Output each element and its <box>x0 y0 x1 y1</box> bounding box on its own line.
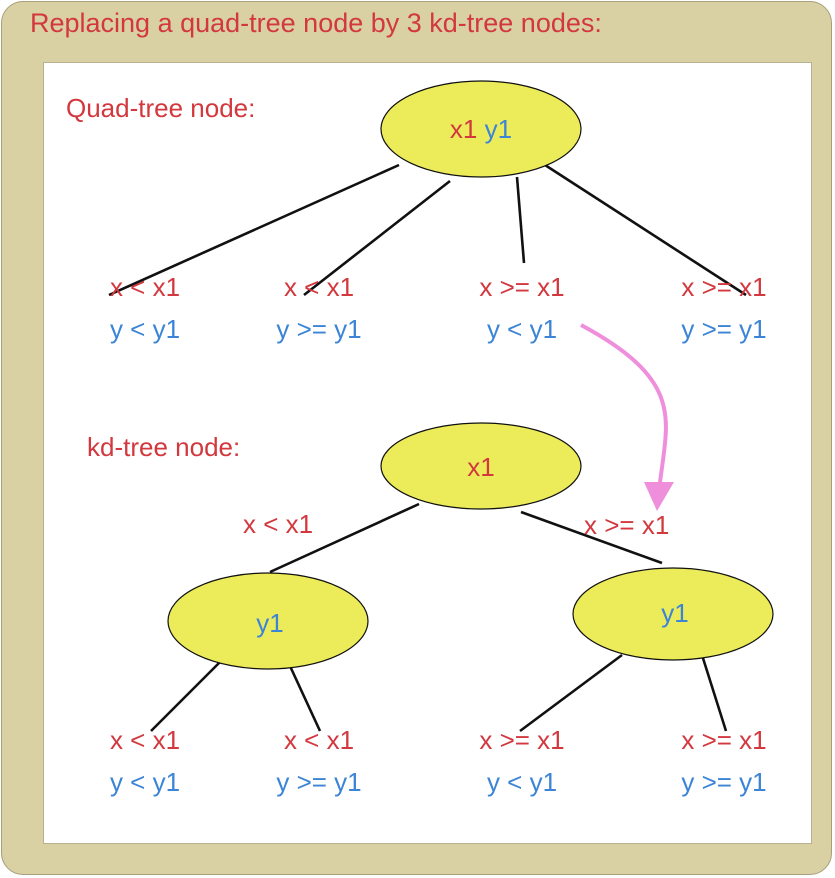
quad-root-x: x1 <box>449 114 478 144</box>
tree-diagram <box>108 80 774 733</box>
kd-edge-right-1 <box>519 653 623 733</box>
kd-child-1: x < x1 y < y1 <box>45 725 245 797</box>
kd-root-node <box>380 422 582 510</box>
kd-edge-left-1 <box>150 660 222 732</box>
condition-x: x >= x1 <box>479 725 565 755</box>
condition-y: y >= y1 <box>681 767 767 797</box>
kd-edge-right-2 <box>700 654 728 732</box>
condition-y: y >= y1 <box>276 767 362 797</box>
kd-root-text: x1 <box>467 452 495 482</box>
kd-right-edge-label: x >= x1 <box>584 510 670 540</box>
diagram-panel: Quad-tree node: kd-tree node: x1 y1 x < … <box>43 62 812 844</box>
kd-child-3: x >= x1 y < y1 <box>422 725 622 797</box>
quad-section-label: Quad-tree node: <box>66 93 256 123</box>
condition-x: x < x1 <box>283 725 355 755</box>
transform-arrow <box>580 323 668 492</box>
quad-root-y: y1 <box>484 114 513 144</box>
kd-child-4: x >= x1 y >= y1 <box>624 725 824 797</box>
condition-y: y >= y1 <box>276 314 362 344</box>
condition-x: x >= x1 <box>681 272 767 302</box>
kd-edge-root-right <box>520 510 663 565</box>
condition-x: x < x1 <box>109 725 181 755</box>
kd-left-edge-label: x < x1 <box>243 509 314 539</box>
kd-child-2: x < x1 y >= y1 <box>219 725 419 797</box>
slide-title: Replacing a quad-tree node by 3 kd-tree … <box>30 8 602 38</box>
condition-x: x < x1 <box>109 272 181 302</box>
quad-edge-3 <box>515 176 526 264</box>
condition-y: y < y1 <box>109 314 181 344</box>
kd-left-node <box>167 572 369 670</box>
condition-y: y < y1 <box>486 314 558 344</box>
quad-root-text: x1 y1 <box>450 114 512 144</box>
condition-y: y < y1 <box>486 767 558 797</box>
condition-x: x >= x1 <box>681 725 767 755</box>
quad-child-2: x < x1 y >= y1 <box>219 272 419 344</box>
quad-edge-4 <box>544 163 747 297</box>
quad-child-3: x >= x1 y < y1 <box>422 272 622 344</box>
quad-child-4: x >= x1 y >= y1 <box>624 272 824 344</box>
condition-y: y >= y1 <box>681 314 767 344</box>
condition-x: x < x1 <box>283 272 355 302</box>
kd-section-label: kd-tree node: <box>87 432 241 462</box>
condition-x: x >= x1 <box>479 272 565 302</box>
transform-arrowhead <box>644 482 674 511</box>
quad-root-node <box>380 80 582 178</box>
kd-left-text: y1 <box>256 608 284 638</box>
condition-y: y < y1 <box>109 767 181 797</box>
kd-edge-root-left <box>269 502 420 574</box>
kd-edge-left-2 <box>288 665 322 732</box>
quad-child-1: x < x1 y < y1 <box>45 272 245 344</box>
quad-edge-1 <box>108 163 400 297</box>
kd-right-text: y1 <box>661 598 689 628</box>
quad-edge-2 <box>303 179 451 297</box>
kd-right-node <box>572 567 774 661</box>
